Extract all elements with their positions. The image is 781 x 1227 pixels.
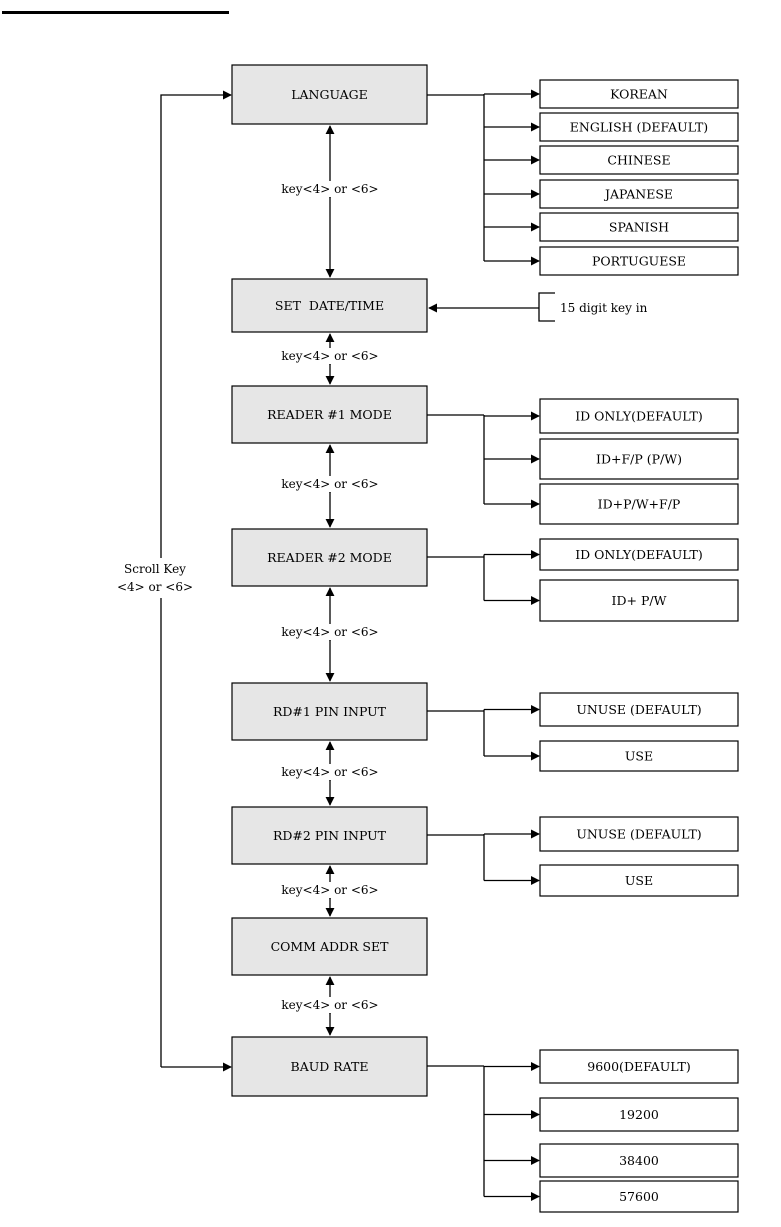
menu-baud-rate-label: BAUD RATE: [291, 1059, 369, 1074]
option-branches: KOREAN ENGLISH (DEFAULT) CHINESE JAPANESE SP…: [427, 79, 739, 1213]
option-box: [539, 1097, 739, 1132]
menu-rd2-pin-input: RD#2 PIN INPUT: [231, 806, 428, 865]
option-item: CHINESE: [484, 145, 739, 175]
option-label: USE: [625, 873, 653, 888]
option-item: ENGLISH (DEFAULT): [484, 112, 739, 142]
key-connector: key<4> or <6>: [278, 741, 382, 806]
option-item: ID+P/W+F/P: [484, 483, 739, 525]
option-label: JAPANESE: [603, 187, 673, 202]
scroll-loop: Scroll Key <4> or <6>: [108, 90, 232, 1072]
option-label: ID+F/P (P/W): [596, 452, 682, 467]
menu-set-date-time: SET DATE/TIME: [231, 278, 428, 333]
menu-comm-addr-set: COMM ADDR SET: [231, 917, 428, 976]
option-item: PORTUGUESE: [484, 246, 739, 276]
menu-reader1-mode: READER #1 MODE: [231, 385, 428, 444]
option-box: [539, 579, 739, 622]
option-label: KOREAN: [610, 87, 668, 102]
option-item: 9600(DEFAULT): [484, 1049, 739, 1084]
option-item: SPANISH: [484, 212, 739, 242]
menu-rd2-pin-input-label: RD#2 PIN INPUT: [273, 828, 387, 843]
option-label: ID ONLY(DEFAULT): [575, 409, 703, 424]
key-connector: key<4> or <6>: [278, 587, 382, 682]
option-box: [539, 1143, 739, 1178]
key-connector: key<4> or <6>: [278, 333, 382, 385]
menu-rd1-pin-input: RD#1 PIN INPUT: [231, 682, 428, 741]
option-item: USE: [484, 864, 739, 897]
key-label: key<4> or <6>: [281, 477, 378, 491]
key-label: key<4> or <6>: [281, 998, 378, 1012]
option-label: ID+ P/W: [612, 593, 667, 608]
menu-reader2-mode-label: READER #2 MODE: [267, 550, 392, 565]
date-time-input: 15 digit key in: [428, 292, 648, 322]
option-box: [539, 112, 739, 142]
option-item: ID ONLY(DEFAULT): [484, 398, 739, 434]
key-connector: key<4> or <6>: [278, 865, 382, 917]
option-box: [539, 816, 739, 852]
option-box: [539, 538, 739, 571]
option-box: [539, 1049, 739, 1084]
option-label: SPANISH: [609, 220, 669, 235]
option-label: ID ONLY(DEFAULT): [575, 547, 703, 562]
key-connector: key<4> or <6>: [278, 444, 382, 528]
option-box: [539, 438, 739, 480]
key-label: key<4> or <6>: [281, 765, 378, 779]
option-box: [539, 398, 739, 434]
option-label: 9600(DEFAULT): [587, 1059, 690, 1074]
option-label: UNUSE (DEFAULT): [576, 702, 701, 717]
scroll-key-label-line2: <4> or <6>: [117, 580, 193, 594]
key-label: key<4> or <6>: [281, 625, 378, 639]
key-connector: key<4> or <6>: [278, 976, 382, 1036]
option-label: 19200: [619, 1107, 659, 1122]
menu-language-label: LANGUAGE: [291, 87, 368, 102]
option-box: [539, 692, 739, 727]
option-box: [539, 246, 739, 276]
scroll-key-label-line1: Scroll Key: [124, 562, 186, 576]
header-rule: [2, 11, 229, 14]
key-connector: key<4> or <6>: [278, 125, 382, 278]
menu-language: LANGUAGE: [231, 64, 428, 125]
option-label: 57600: [619, 1189, 659, 1204]
menu-set-date-time-label: SET DATE/TIME: [275, 298, 384, 313]
menu-reader2-mode: READER #2 MODE: [231, 528, 428, 587]
date-input-label: 15 digit key in: [560, 301, 648, 315]
option-label: CHINESE: [607, 153, 670, 168]
option-item: ID+ P/W: [484, 579, 739, 622]
option-item: USE: [484, 740, 739, 772]
option-label: 38400: [619, 1153, 659, 1168]
option-box: [539, 79, 739, 109]
option-item: UNUSE (DEFAULT): [484, 692, 739, 727]
option-box: [539, 864, 739, 897]
option-label: PORTUGUESE: [592, 254, 686, 269]
option-item: ID+F/P (P/W): [484, 438, 739, 480]
key-label: key<4> or <6>: [281, 349, 378, 363]
option-box: [539, 1180, 739, 1213]
option-item: 57600: [484, 1180, 739, 1213]
option-item: 38400: [484, 1143, 739, 1178]
option-item: JAPANESE: [484, 179, 739, 209]
key-connectors: key<4> or <6> key<4> or <6> key<4> or <6> k…: [278, 125, 382, 1036]
option-box: [539, 740, 739, 772]
option-item: UNUSE (DEFAULT): [484, 816, 739, 852]
menu-rd1-pin-input-label: RD#1 PIN INPUT: [273, 704, 387, 719]
menu-baud-rate: BAUD RATE: [231, 1036, 428, 1097]
option-box: [539, 145, 739, 175]
option-label: ID+P/W+F/P: [598, 497, 681, 512]
option-label: USE: [625, 749, 653, 764]
menu-reader1-mode-label: READER #1 MODE: [267, 407, 392, 422]
option-box: [539, 483, 739, 525]
option-label: UNUSE (DEFAULT): [576, 827, 701, 842]
menu-comm-addr-set-label: COMM ADDR SET: [271, 939, 390, 954]
key-label: key<4> or <6>: [281, 182, 378, 196]
option-item: ID ONLY(DEFAULT): [484, 538, 739, 571]
option-item: 19200: [484, 1097, 739, 1132]
key-label: key<4> or <6>: [281, 883, 378, 897]
option-box: [539, 212, 739, 242]
option-item: KOREAN: [484, 79, 739, 109]
option-label: ENGLISH (DEFAULT): [570, 120, 708, 135]
option-box: [539, 179, 739, 209]
